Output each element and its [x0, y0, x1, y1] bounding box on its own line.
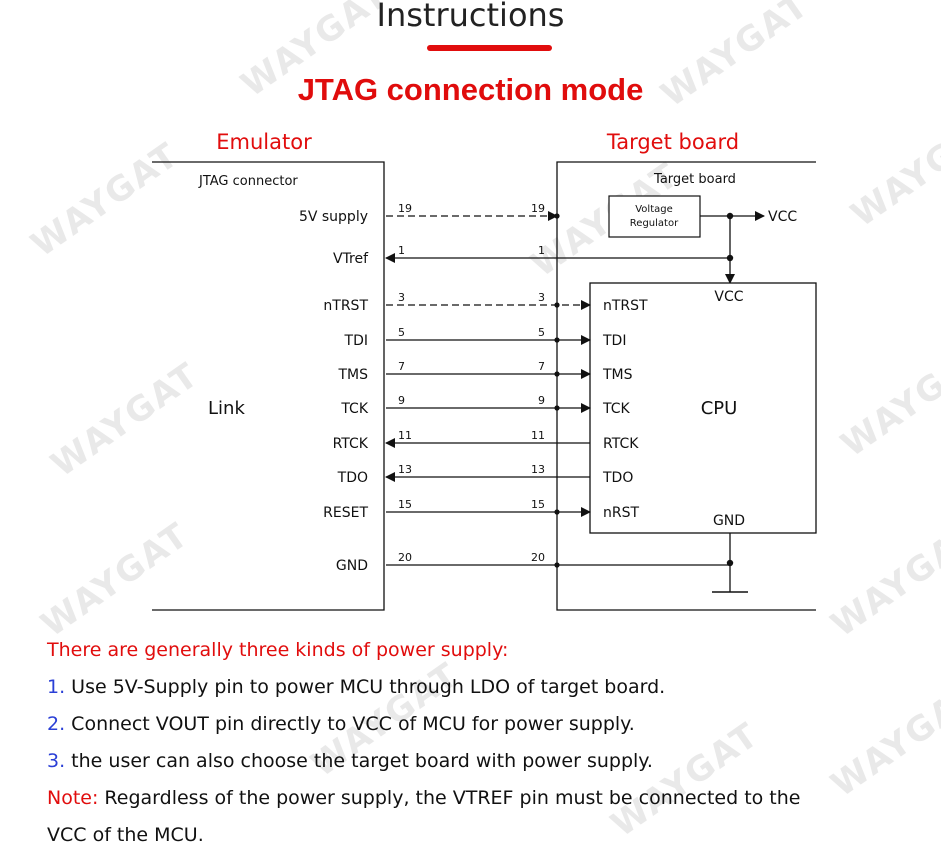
pin-label-gnd: GND [336, 558, 368, 574]
pin-number-left-tdi: 5 [398, 326, 405, 339]
vcc-output-label: VCC [768, 209, 797, 225]
pin-label-tdo: TDO [337, 470, 368, 486]
note-item-2: 2. Connect VOUT pin directly to VCC of M… [47, 712, 937, 749]
regulator-label-line1: Voltage [635, 204, 673, 215]
notes-intro: There are generally three kinds of power… [47, 639, 509, 661]
note-item-2-text: Connect VOUT pin directly to VCC of MCU … [65, 713, 635, 735]
regulator-label-line2: Regulator [630, 218, 679, 229]
jtag-connector-label: JTAG connector [198, 174, 298, 189]
pin-dot-reset [554, 509, 560, 515]
note-item-3-text: the user can also choose the target boar… [65, 750, 653, 772]
page-title: Instructions [376, 0, 565, 34]
pin-number-right-tms: 7 [538, 360, 545, 373]
voltage-regulator-box [608, 195, 701, 238]
note-item-1-number: 1. [47, 676, 66, 698]
pin-dot-tms [554, 371, 560, 377]
pin-number-left-tdo: 13 [398, 463, 412, 476]
pin-label-5v-supply: 5V supply [299, 209, 368, 225]
pin-number-right-ntrst: 3 [538, 291, 545, 304]
cpu-pin-label-tck: TCK [602, 401, 631, 417]
power-supply-notes: There are generally three kinds of power… [47, 638, 937, 860]
cpu-vcc-label: VCC [714, 289, 743, 305]
cpu-gnd-label: GND [713, 513, 745, 529]
pin-dot-tdi [554, 337, 560, 343]
note-item-2-number: 2. [47, 713, 66, 735]
pin-number-left-tms: 7 [398, 360, 405, 373]
cpu-box [589, 282, 817, 534]
note-item-3: 3. the user can also choose the target b… [47, 749, 937, 786]
pin-label-reset: RESET [323, 505, 368, 521]
cpu-pin-label-tdi: TDI [602, 333, 626, 349]
note-warning-text: Regardless of the power supply, the VTRE… [98, 787, 801, 809]
pin-number-left-tck: 9 [398, 394, 405, 407]
note-item-1-text: Use 5V-Supply pin to power MCU through L… [65, 676, 666, 698]
pin-number-left-rtck: 11 [398, 429, 412, 442]
pin-dot-gnd [554, 562, 560, 568]
emulator-box [152, 161, 385, 611]
pin-number-right-tck: 9 [538, 394, 545, 407]
target-board-heading: Target board [606, 130, 739, 154]
cpu-pin-label-rtck: RTCK [603, 436, 639, 452]
cpu-pin-label-tdo: TDO [602, 470, 633, 486]
pin-dot-5v-supply [554, 213, 560, 219]
cpu-pin-label-tms: TMS [602, 367, 633, 383]
cpu-pin-label-ntrst: nTRST [603, 298, 648, 314]
pin-label-tck: TCK [340, 401, 369, 417]
target-board-inner-label: Target board [653, 172, 736, 187]
cpu-pin-label-nrst: nRST [603, 505, 639, 521]
note-item-3-number: 3. [47, 750, 66, 772]
pin-number-right-tdo: 13 [531, 463, 545, 476]
pin-number-right-gnd: 20 [531, 551, 545, 564]
pin-dot-ntrst [554, 302, 560, 308]
pin-label-tms: TMS [337, 367, 368, 383]
pin-number-right-5v-supply: 19 [531, 202, 545, 215]
pin-number-right-rtck: 11 [531, 429, 545, 442]
note-warning-continued: VCC of the MCU. [47, 824, 204, 846]
pin-dot-tck [554, 405, 560, 411]
pin-number-left-gnd: 20 [398, 551, 412, 564]
pin-number-right-tdi: 5 [538, 326, 545, 339]
target-board-box [556, 161, 816, 611]
pin-number-left-reset: 15 [398, 498, 412, 511]
pin-number-right-reset: 15 [531, 498, 545, 511]
pin-label-vtref: VTref [333, 251, 369, 267]
cpu-label: CPU [701, 398, 738, 419]
note-warning: Note: Regardless of the power supply, th… [47, 786, 937, 823]
pin-label-tdi: TDI [344, 333, 368, 349]
pin-label-rtck: RTCK [333, 436, 369, 452]
title-underline [427, 45, 552, 51]
jtag-connection-diagram: Emulator Target board JTAG connector Lin… [152, 130, 817, 611]
pin-number-left-vtref: 1 [398, 244, 405, 257]
link-label: Link [208, 398, 245, 419]
diagram-title: JTAG connection mode [297, 72, 644, 107]
pin-number-left-5v-supply: 19 [398, 202, 412, 215]
emulator-heading: Emulator [216, 130, 312, 154]
pin-number-left-ntrst: 3 [398, 291, 405, 304]
pin-label-ntrst: nTRST [323, 298, 368, 314]
note-item-1: 1. Use 5V-Supply pin to power MCU throug… [47, 675, 937, 712]
pin-number-right-vtref: 1 [538, 244, 545, 257]
note-warning-label: Note: [47, 787, 99, 809]
